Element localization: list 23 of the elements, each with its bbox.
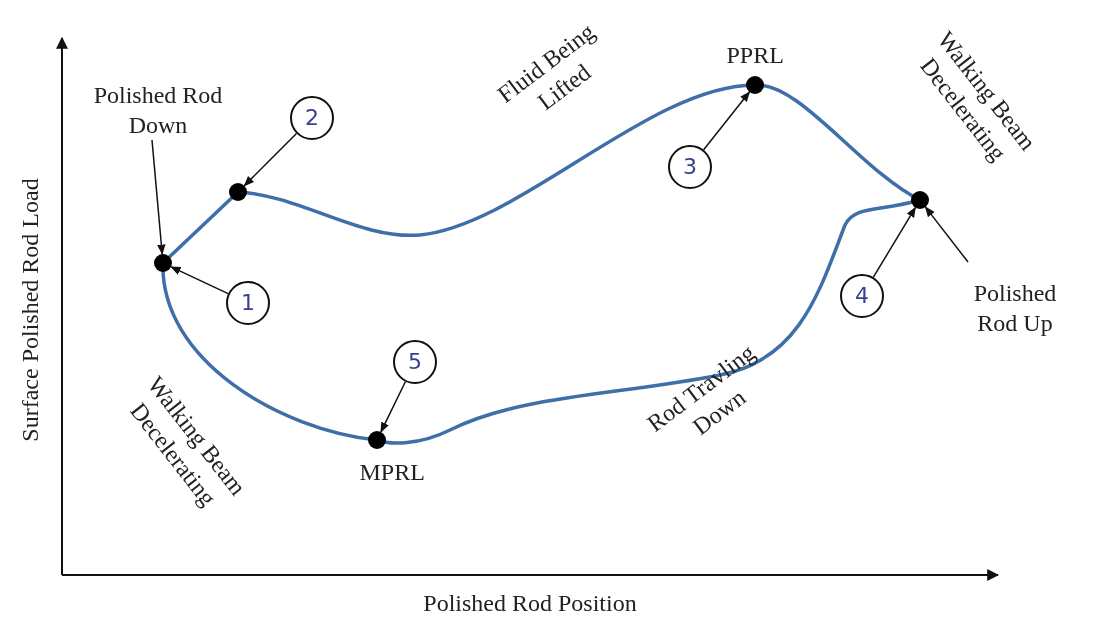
leader-arrow xyxy=(872,206,917,278)
data-point xyxy=(154,254,172,272)
leader-arrow xyxy=(380,381,407,433)
annotation-text: Polished Rod Up xyxy=(955,278,1075,338)
data-point xyxy=(911,191,929,209)
leader-arrow xyxy=(151,139,166,256)
leader-arrow xyxy=(702,91,751,151)
axis-title: Polished Rod Position xyxy=(422,589,638,618)
callout-number: 3 xyxy=(668,145,712,189)
leader-arrow xyxy=(243,132,298,187)
callout-number: 5 xyxy=(393,340,437,384)
data-point xyxy=(229,183,247,201)
data-point xyxy=(746,76,764,94)
leader-arrow xyxy=(170,266,229,295)
callout-number: 4 xyxy=(840,274,884,318)
leader-arrow xyxy=(924,206,969,263)
point-label: MPRL xyxy=(359,458,425,486)
data-point xyxy=(368,431,386,449)
point-label: PPRL xyxy=(726,41,784,69)
callout-number: 2 xyxy=(290,96,334,140)
callout-number: 1 xyxy=(226,281,270,325)
axis-title: Surface Polished Rod Load xyxy=(16,177,44,444)
annotation-text: Polished Rod Down xyxy=(93,80,223,140)
